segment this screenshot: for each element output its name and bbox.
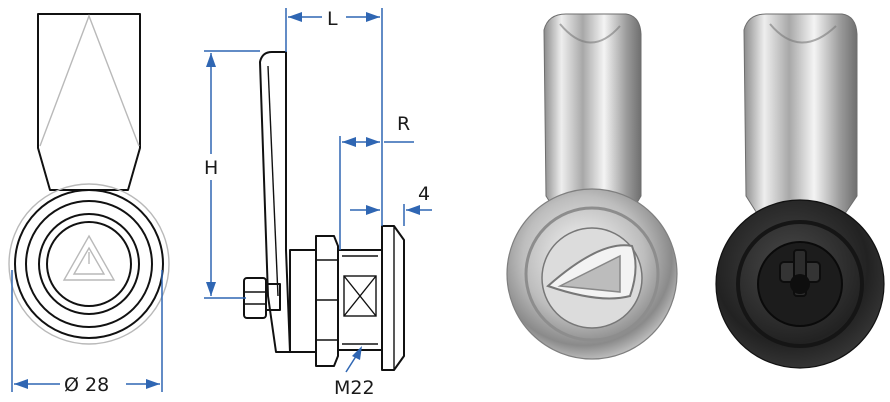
side-thread-barrel [337,249,383,351]
front-view: Ø 28 [8,13,170,396]
height-dimension: H [204,50,260,299]
side-view: L H R 4 [204,8,432,399]
front-lever-outline [37,13,141,191]
key-slot-icon [779,249,821,297]
black-cam-lock-photo [715,13,885,369]
reach-label: R [397,113,410,135]
black-lever [743,13,858,219]
triangle-key-icon [546,244,637,300]
side-bolt [243,277,281,319]
reach-dimension: R [339,113,414,250]
front-ring-2 [25,200,153,328]
thread-label: M22 [334,377,375,399]
chrome-cam-lock-photo [506,13,678,360]
chrome-lever [543,13,642,219]
side-hex-nut [315,235,339,367]
diameter-dimension: Ø 28 [11,270,163,396]
front-ghost-circle [8,183,170,345]
thread-dimension: M22 [334,346,375,399]
length-dimension: L [285,8,383,226]
triangle-key-icon [62,234,116,281]
front-ring-outer [14,189,164,339]
front-ring-4 [46,221,132,307]
length-label: L [327,8,338,30]
side-body [289,249,317,353]
height-label: H [204,157,218,179]
front-ring-3 [38,213,140,315]
side-flange [381,225,405,371]
front-lever-ghost-lines [39,14,140,147]
offset-label: 4 [418,183,430,205]
side-lever [259,51,291,353]
offset-dimension: 4 [350,183,432,226]
diameter-label: Ø 28 [64,374,109,396]
